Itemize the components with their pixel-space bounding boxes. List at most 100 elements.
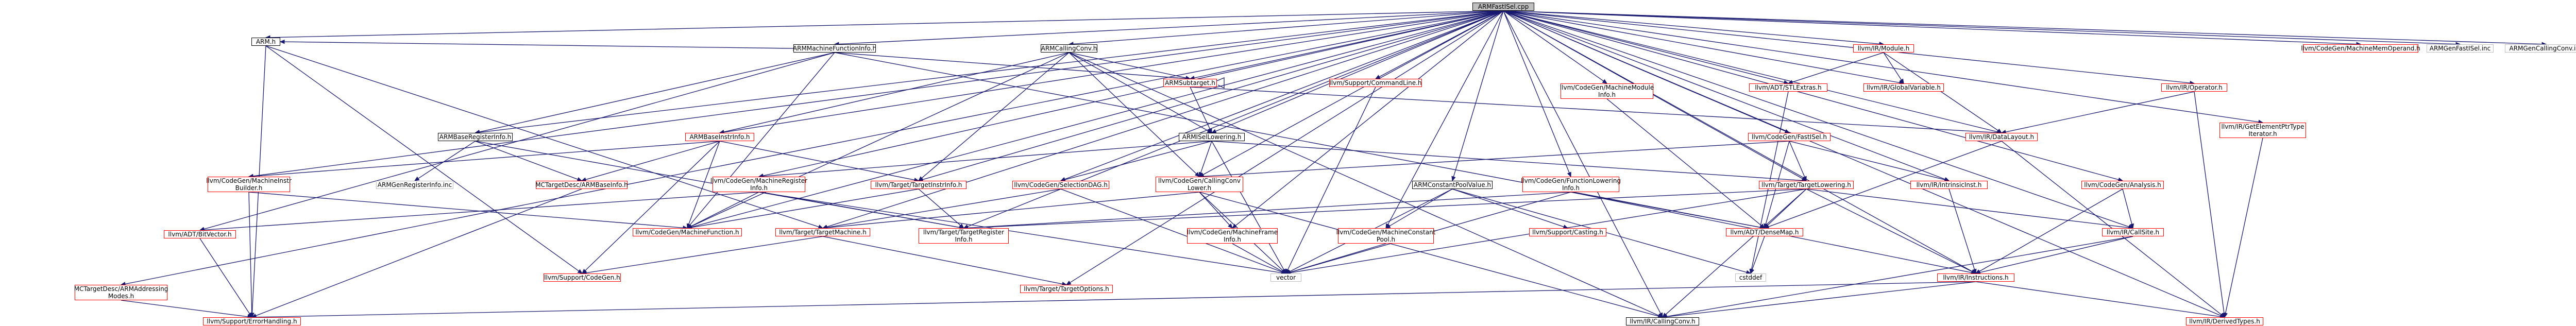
- edge: [1190, 87, 2002, 133]
- node-label: llvm/Support/Casting.h: [1532, 229, 1603, 236]
- node-funclower: llvm/CodeGen/FunctionLowering Info.h: [1520, 177, 1621, 192]
- node-mcarmbaseinfo: MCTargetDesc/ARMBaseInfo.h: [535, 181, 628, 189]
- edge: [1806, 188, 2133, 229]
- node-label: llvm/CodeGen/MachineConstant Pool.h: [1336, 229, 1436, 243]
- edge: [1503, 10, 1607, 84]
- edge: [2224, 138, 2263, 318]
- edge-arrowhead: [1802, 176, 1807, 182]
- node-bitvector: llvm/ADT/BitVector.h: [164, 230, 236, 238]
- edge: [1883, 52, 1904, 84]
- node-mmodinfo: llvm/CodeGen/MachineModule Info.h: [1560, 83, 1654, 99]
- edge: [1948, 188, 1976, 274]
- edge: [1199, 141, 1212, 177]
- edge-arrowhead: [577, 269, 583, 274]
- node-label: cstddef: [1739, 274, 1762, 281]
- edge: [834, 52, 1765, 229]
- edge: [1570, 192, 1765, 229]
- node-label: llvm/CodeGen/FunctionLowering Info.h: [1520, 177, 1621, 192]
- edge: [265, 45, 583, 274]
- edge: [687, 192, 759, 229]
- node-intrinsicinst: llvm/IR/IntrinsicInst.h: [1910, 181, 1988, 189]
- node-label: llvm/IR/GlobalVariable.h: [1867, 84, 1941, 91]
- node-label: llvm/Support/CommandLine.h: [1329, 79, 1422, 87]
- node-armbri: ARMBaseRegisterInfo.h: [438, 133, 513, 141]
- edge: [1503, 10, 2225, 318]
- edge: [1199, 192, 1663, 318]
- node-gencallingconv: ARMGenCallingConv.inc: [2505, 44, 2576, 53]
- edge: [758, 192, 964, 229]
- edge: [1750, 236, 1765, 274]
- edge: [758, 141, 1212, 177]
- edge: [581, 141, 720, 181]
- edge: [1199, 192, 1233, 229]
- node-label: llvm/Target/TargetInstrInfo.h: [875, 181, 962, 188]
- edge: [1216, 77, 1225, 89]
- node-armcc: ARMCallingConv.h: [1041, 44, 1097, 53]
- edge-arrowhead: [1567, 171, 1571, 178]
- edge: [758, 10, 1504, 177]
- node-casting: llvm/Support/Casting.h: [1529, 228, 1606, 236]
- edge: [963, 192, 1571, 229]
- edge: [475, 141, 582, 181]
- node-label: ARMGenCallingConv.inc: [2509, 45, 2576, 52]
- edge: [1503, 10, 2263, 123]
- edge: [822, 236, 1067, 285]
- node-label: llvm/CodeGen/FastISel.h: [1752, 133, 1827, 141]
- node-label: ARMSubtarget.h: [1165, 79, 1215, 87]
- node-label: llvm/IR/Operator.h: [2166, 84, 2223, 91]
- edge: [687, 141, 720, 229]
- edge: [1069, 10, 1504, 45]
- node-globalvar: llvm/IR/GlobalVariable.h: [1863, 83, 1944, 92]
- edge: [582, 141, 720, 274]
- node-stlextras: llvm/ADT/STLExtras.h: [1749, 83, 1827, 92]
- node-targetinstr: llvm/Target/TargetInstrInfo.h: [871, 181, 967, 189]
- edge: [251, 188, 582, 318]
- node-label: ARMGenRegisterInfo.inc: [377, 181, 452, 188]
- node-seldag: llvm/CodeGen/SelectionDAG.h: [1012, 181, 1109, 189]
- node-label: llvm/IR/CallSite.h: [2106, 229, 2160, 236]
- edge: [475, 52, 835, 133]
- edge: [1060, 188, 1286, 274]
- node-targetlower: llvm/Target/TargetLowering.h: [1759, 181, 1854, 189]
- node-targetoptions: llvm/Target/TargetOptions.h: [1020, 285, 1113, 293]
- edge: [1789, 141, 1950, 181]
- edge-arrowhead: [2223, 312, 2228, 318]
- node-label: llvm/IR/DerivedTypes.h: [2189, 318, 2260, 325]
- node-label: llvm/CodeGen/MachineRegister Info.h: [710, 177, 808, 192]
- node-fastisel: llvm/CodeGen/FastISel.h: [1748, 133, 1831, 141]
- edge-arrowhead: [1198, 171, 1203, 178]
- edge: [1211, 141, 1807, 181]
- edge: [822, 188, 1061, 229]
- edge: [1806, 188, 1976, 274]
- node-callingconv: llvm/IR/CallingConv.h: [1626, 317, 1699, 325]
- edge: [248, 192, 252, 318]
- edge-arrowhead: [1281, 269, 1287, 274]
- edge-arrowhead: [2129, 223, 2134, 229]
- edge: [822, 192, 1200, 229]
- edge: [1606, 98, 1765, 229]
- edge: [758, 192, 1286, 274]
- edge: [248, 10, 1504, 177]
- edge: [1060, 10, 1504, 181]
- edge: [1069, 52, 1200, 177]
- edge: [1503, 10, 2002, 133]
- node-label: llvm/CodeGen/Analysis.h: [2084, 181, 2161, 188]
- edge-arrowhead: [1208, 128, 1212, 134]
- node-armgenreg: ARMGenRegisterInfo.inc: [376, 181, 453, 189]
- edge: [1503, 10, 1663, 318]
- edge: [1060, 141, 1212, 181]
- node-genfastisel: ARMGenFastISel.inc: [2427, 44, 2494, 53]
- node-label: llvm/Support/ErrorHandling.h: [207, 318, 297, 325]
- node-label: MCTargetDesc/ARMAddressing Modes.h: [74, 285, 168, 300]
- edge-arrowhead: [1232, 224, 1238, 229]
- node-armsubtarget: ARMSubtarget.h: [1163, 79, 1217, 87]
- edge: [199, 52, 835, 231]
- node-label: ARM.h: [256, 38, 276, 45]
- edge: [687, 10, 1504, 229]
- node-armmfi: ARMMachineFunctionInfo.h: [793, 44, 876, 53]
- edge: [1662, 236, 2133, 318]
- edge-arrowhead: [918, 176, 924, 181]
- edge: [963, 188, 1807, 229]
- node-label: llvm/IR/DataLayout.h: [1969, 133, 2035, 141]
- edge: [1503, 10, 2461, 45]
